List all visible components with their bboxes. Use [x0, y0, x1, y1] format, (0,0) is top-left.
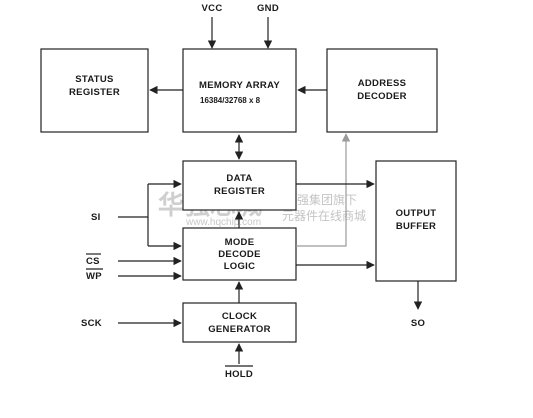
data-register-block [182, 160, 297, 211]
address-bus-arrow [296, 133, 351, 247]
address-decoder-block [326, 48, 438, 133]
pin-sck-label: SCK [81, 318, 102, 329]
memory-array-block [182, 48, 297, 133]
memory-array-size-label: 16384/32768 x 8 [200, 96, 261, 105]
output-buffer-label-line1: OUTPUT [396, 208, 437, 219]
mode-decode-logic-block [182, 227, 297, 281]
pin-so-label: SO [411, 318, 425, 329]
pin-cs-label: CS [86, 256, 100, 267]
data-register-label-line2: REGISTER [214, 186, 265, 197]
status-register-block [40, 48, 149, 133]
address-decoder-label-line1: ADDRESS [358, 78, 407, 89]
watermark-slogan-2: 元器件在线商城 [282, 208, 366, 223]
output-buffer-label-line2: BUFFER [396, 221, 436, 232]
pin-hold-label: HOLD [225, 369, 253, 380]
clock-generator-label-line2: GENERATOR [208, 324, 271, 335]
status-register-label-line2: REGISTER [69, 87, 120, 98]
pin-wp-label: WP [86, 271, 102, 282]
clock-generator-block [182, 302, 297, 343]
memory-array-label: MEMORY ARRAY [199, 80, 280, 91]
pin-vcc-label: VCC [202, 3, 223, 14]
mode-decode-logic-label-line3: LOGIC [224, 261, 256, 272]
clock-generator-label-line1: CLOCK [222, 311, 257, 322]
watermark-url: www.hqchip.com [185, 217, 261, 228]
data-register-label-line1: DATA [226, 173, 252, 184]
pin-gnd-label: GND [257, 3, 279, 14]
status-register-label-line1: STATUS [75, 74, 113, 85]
mode-decode-logic-label-line1: MODE [225, 237, 255, 248]
output-buffer-block [375, 160, 457, 282]
pin-si-label: SI [91, 212, 101, 223]
mode-decode-logic-label-line2: DECODE [218, 249, 260, 260]
watermark-slogan-1: 华强集团旗下 [285, 192, 357, 207]
address-decoder-label-line2: DECODER [357, 91, 407, 102]
